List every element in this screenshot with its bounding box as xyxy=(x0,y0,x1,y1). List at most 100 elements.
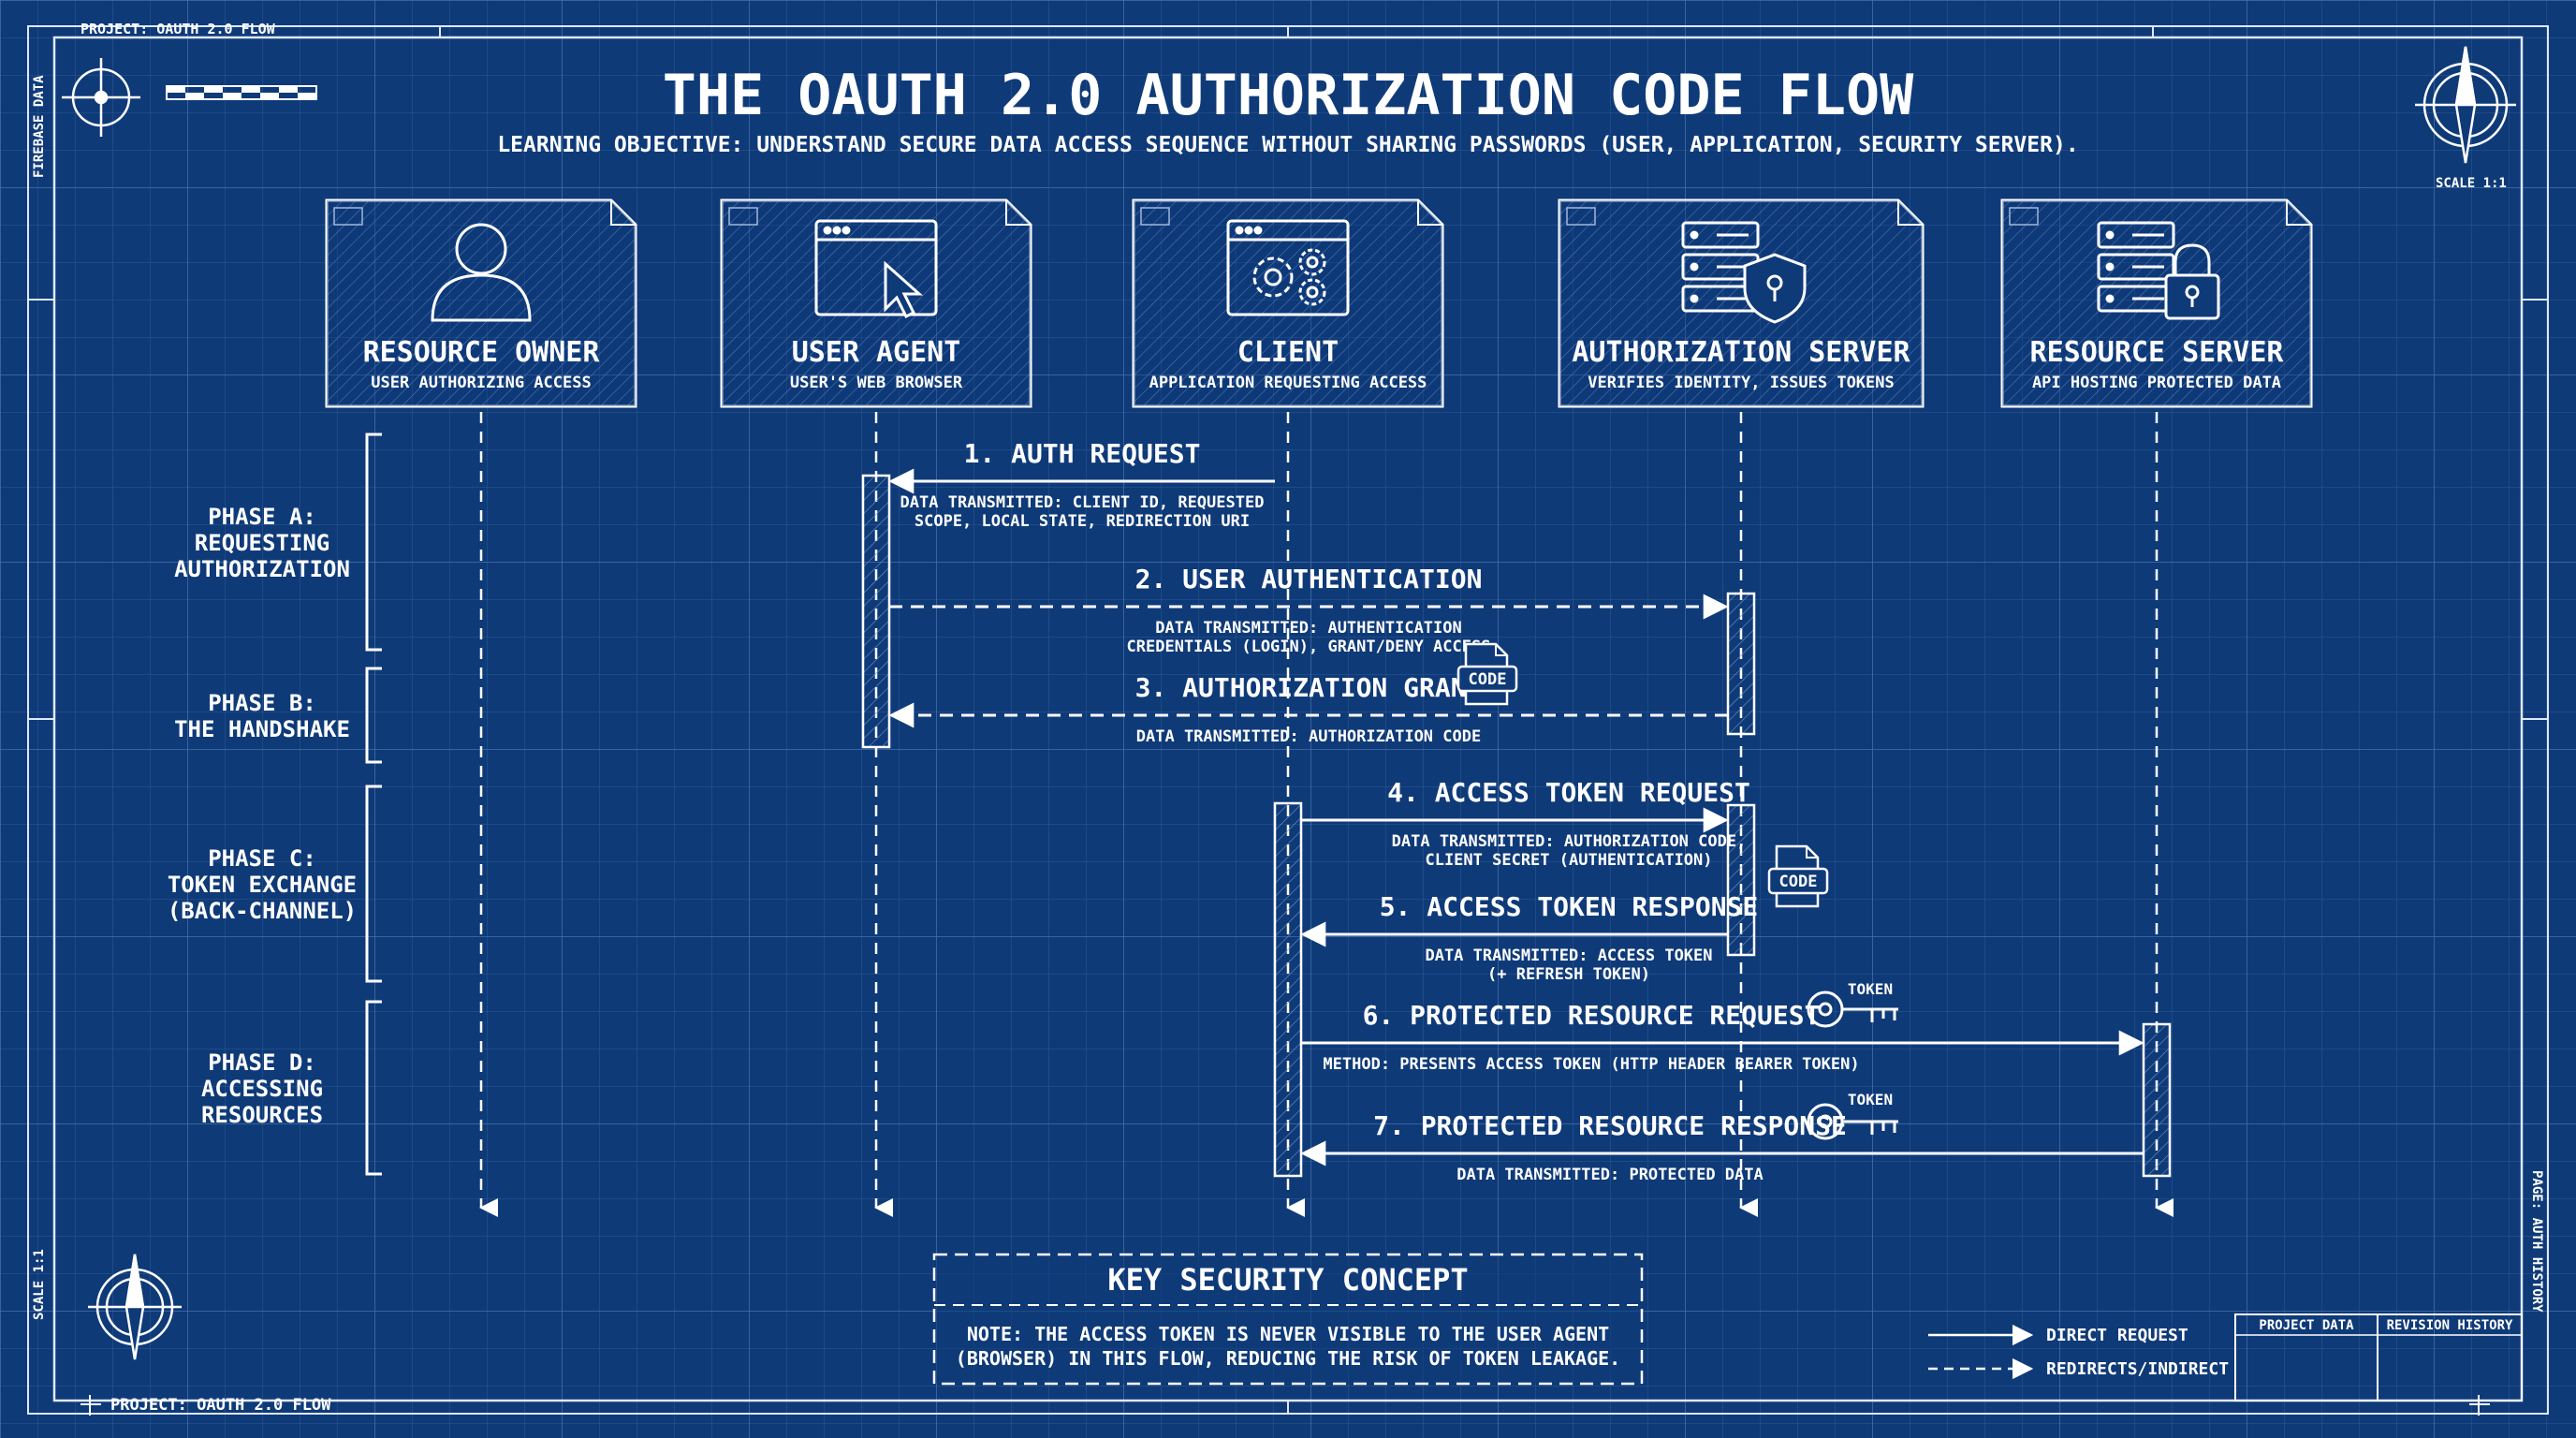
actor-name: AUTHORIZATION SERVER xyxy=(1572,336,1910,369)
learning-objective: LEARNING OBJECTIVE: UNDERSTAND SECURE DA… xyxy=(497,133,2078,157)
security-title: KEY SECURITY CONCEPT xyxy=(1107,1262,1468,1298)
message-3: 3. AUTHORIZATION GRANT DATA TRANSMITTED: … xyxy=(888,672,1728,746)
actor-authorization-server: AUTHORIZATION SERVER VERIFIES IDENTITY, I… xyxy=(1558,198,1925,408)
message-detail: DATA TRANSMITTED: CLIENT ID, REQUESTED xyxy=(900,493,1265,512)
message-7: 7. PROTECTED RESOURCE RESPONSE DATA TRANS… xyxy=(1300,1110,2144,1184)
message-label: 3. AUTHORIZATION GRANT xyxy=(1135,672,1483,703)
scale-label: SCALE 1:1 xyxy=(2436,176,2507,191)
phase-label-line: PHASE B: xyxy=(208,690,316,716)
side-label-left-top: FIREBASE DATA xyxy=(32,75,47,178)
message-detail: DATA TRANSMITTED: AUTHENTICATION xyxy=(1155,619,1462,638)
security-note-line: NOTE: THE ACCESS TOKEN IS NEVER VISIBLE … xyxy=(967,1323,1609,1345)
browser-icon xyxy=(814,219,938,319)
legend: DIRECT REQUEST REDIRECTS/INDIRECT xyxy=(1928,1324,2229,1380)
actor-desc: APPLICATION REQUESTING ACCESS xyxy=(1149,374,1427,392)
side-label-left-bottom: SCALE 1:1 xyxy=(32,1249,47,1320)
message-5: 5. ACCESS TOKEN RESPONSE DATA TRANSMITTED… xyxy=(1300,891,1759,984)
actor-client: CLIENT APPLICATION REQUESTING ACCESS xyxy=(1132,198,1444,408)
title-block-project-data: PROJECT DATA xyxy=(2259,1318,2354,1333)
actors-row: RESOURCE OWNER USER AUTHORIZING ACCESS USE… xyxy=(325,198,2313,408)
token-label: TOKEN xyxy=(1848,1091,1893,1108)
message-detail: (+ REFRESH TOKEN) xyxy=(1487,965,1650,984)
scale-bar xyxy=(166,85,317,100)
actor-resource-server: RESOURCE SERVER API HOSTING PROTECTED DAT… xyxy=(2000,198,2313,408)
gears-icon xyxy=(1226,219,1350,316)
message-4: 4. ACCESS TOKEN REQUEST DATA TRANSMITTED:… xyxy=(1301,777,1750,870)
key-icon xyxy=(1807,990,1898,1028)
actor-user-agent: USER AGENT USER'S WEB BROWSER xyxy=(720,198,1032,408)
security-note-box: KEY SECURITY CONCEPT NOTE: THE ACCESS TO… xyxy=(932,1253,1644,1386)
phase-label-line: RESOURCES xyxy=(201,1102,323,1128)
actor-name: RESOURCE SERVER xyxy=(2030,336,2285,369)
phase-label-line: REQUESTING xyxy=(195,530,330,556)
message-detail: DATA TRANSMITTED: AUTHORIZATION CODE, xyxy=(1392,832,1747,851)
message-6: 6. PROTECTED RESOURCE REQUEST METHOD: PRE… xyxy=(1301,1000,2144,1074)
message-label: 1. AUTH REQUEST xyxy=(964,438,1201,469)
message-label: 5. ACCESS TOKEN RESPONSE xyxy=(1380,891,1759,922)
compass-rose-icon xyxy=(88,1254,182,1360)
key-icon xyxy=(1807,1103,1898,1140)
actor-name: RESOURCE OWNER xyxy=(363,336,601,369)
code-badge-2: CODE xyxy=(1767,844,1829,908)
actor-desc: VERIFIES IDENTITY, ISSUES TOKENS xyxy=(1588,374,1895,392)
phase-c: PHASE C:TOKEN EXCHANGE(BACK-CHANNEL) xyxy=(168,785,382,983)
activation-bar xyxy=(1726,592,1756,736)
message-detail: SCOPE, LOCAL STATE, REDIRECTION URI xyxy=(915,512,1250,531)
phase-label-line: PHASE D: xyxy=(208,1049,316,1076)
server-shield-icon xyxy=(1681,221,1807,324)
message-1: 1. AUTH REQUEST DATA TRANSMITTED: CLIENT … xyxy=(888,438,1275,531)
phase-b: PHASE B:THE HANDSHAKE xyxy=(174,667,382,764)
message-label: 6. PROTECTED RESOURCE REQUEST xyxy=(1363,1000,1821,1031)
message-detail: DATA TRANSMITTED: AUTHORIZATION CODE xyxy=(1136,727,1481,746)
legend-indirect: REDIRECTS/INDIRECT xyxy=(2046,1359,2229,1379)
legend-direct: DIRECT REQUEST xyxy=(2046,1326,2188,1345)
message-detail: METHOD: PRESENTS ACCESS TOKEN (HTTP HEAD… xyxy=(1323,1055,1859,1074)
phase-label-line: THE HANDSHAKE xyxy=(174,716,350,742)
message-detail: CREDENTIALS (LOGIN), GRANT/DENY ACCESS xyxy=(1127,638,1491,656)
project-label-bottom: PROJECT: OAUTH 2.0 FLOW xyxy=(110,1396,331,1415)
project-label-top: PROJECT: OAUTH 2.0 FLOW xyxy=(80,21,276,37)
phase-label-line: (BACK-CHANNEL) xyxy=(168,898,357,924)
code-badge-1: CODE xyxy=(1456,642,1518,706)
title-block-revision-history: REVISION HISTORY xyxy=(2387,1318,2513,1333)
crosshair-icon xyxy=(62,58,140,137)
security-note-line: (BROWSER) IN THIS FLOW, REDUCING THE RIS… xyxy=(956,1347,1620,1370)
activation-bar xyxy=(2142,1022,2172,1178)
message-label: 4. ACCESS TOKEN REQUEST xyxy=(1387,777,1750,808)
actor-desc: USER'S WEB BROWSER xyxy=(790,374,963,392)
message-detail: DATA TRANSMITTED: ACCESS TOKEN xyxy=(1425,946,1712,965)
activation-bar xyxy=(1726,803,1756,957)
actor-name: USER AGENT xyxy=(792,336,961,369)
code-badge-label: CODE xyxy=(1779,873,1818,891)
phase-label-line: AUTHORIZATION xyxy=(174,556,350,582)
phase-label-line: ACCESSING xyxy=(201,1076,323,1102)
actor-desc: USER AUTHORIZING ACCESS xyxy=(371,374,591,392)
actor-resource-owner: RESOURCE OWNER USER AUTHORIZING ACCESS xyxy=(325,198,637,408)
page-title: THE OAUTH 2.0 AUTHORIZATION CODE FLOW xyxy=(663,63,1914,128)
token-label: TOKEN xyxy=(1848,980,1893,998)
title-block: PROJECT DATA REVISION HISTORY xyxy=(2234,1313,2523,1401)
message-label: 2. USER AUTHENTICATION xyxy=(1135,564,1483,594)
message-detail: DATA TRANSMITTED: PROTECTED DATA xyxy=(1456,1166,1764,1184)
phase-label-line: TOKEN EXCHANGE xyxy=(168,872,357,898)
actor-name: CLIENT xyxy=(1237,336,1339,369)
activation-bar xyxy=(861,474,891,749)
phase-label-line: PHASE C: xyxy=(208,845,316,872)
person-icon xyxy=(431,223,532,322)
actor-desc: API HOSTING PROTECTED DATA xyxy=(2032,374,2281,392)
server-lock-icon xyxy=(2097,221,2220,320)
messages: 1. AUTH REQUEST DATA TRANSMITTED: CLIENT … xyxy=(888,438,2144,1184)
phase-label-line: PHASE A: xyxy=(208,504,316,530)
message-label: 7. PROTECTED RESOURCE RESPONSE xyxy=(1373,1110,1847,1141)
message-2: 2. USER AUTHENTICATION DATA TRANSMITTED: … xyxy=(889,564,1729,656)
activation-bars xyxy=(861,474,2172,1178)
compass-rose-icon xyxy=(2415,46,2516,164)
code-badge-label: CODE xyxy=(1469,670,1507,689)
activation-bar xyxy=(1273,801,1303,1178)
message-detail: CLIENT SECRET (AUTHENTICATION) xyxy=(1425,851,1712,870)
side-label-right-bottom: PAGE: AUTH HISTORY xyxy=(2529,1170,2544,1313)
